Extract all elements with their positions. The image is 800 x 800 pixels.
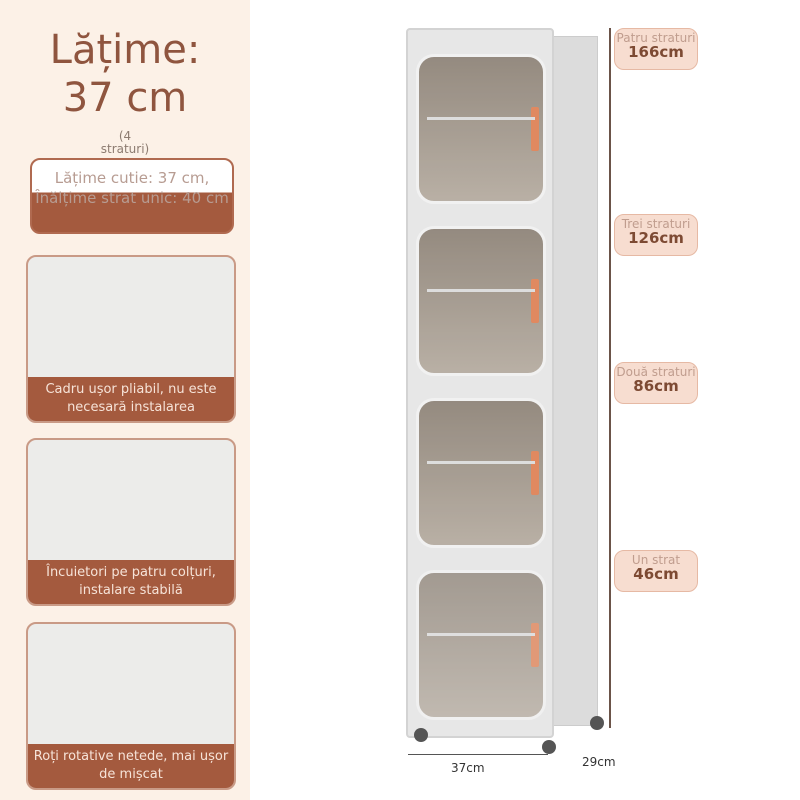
feature-card-folding: Cadru ușor pliabil, nu este necesară ins…	[26, 255, 236, 423]
height-tag-label: Două straturi	[616, 365, 696, 379]
size-box-text: Lățime cutie: 37 cm, Înălțime strat unic…	[35, 169, 229, 207]
width-line	[408, 754, 548, 755]
door-handle	[531, 279, 539, 323]
info-panel: Lățime: 37 cm (4 straturi) Lățime cutie:…	[0, 0, 250, 800]
height-tag-value: 126cm	[628, 229, 684, 247]
width-title: Lățime:	[49, 27, 201, 73]
wheel-icon	[542, 740, 556, 754]
feature-caption: Roți rotative netede, mai ușor de mișcat	[28, 744, 234, 788]
height-tag-label: Trei straturi	[621, 217, 691, 231]
feature-caption: Încuietori pe patru colțuri, instalare s…	[28, 560, 234, 604]
height-tag-label: Un strat	[631, 553, 681, 567]
layers-note: (4 straturi)	[100, 129, 150, 156]
cabinet-door	[416, 570, 546, 720]
height-tag-label: Patru straturi	[616, 31, 696, 45]
height-tag-value: 166cm	[628, 43, 684, 61]
width-value: 37 cm	[62, 75, 188, 121]
height-tag-value: 86cm	[633, 377, 679, 395]
height-arrow	[609, 28, 611, 728]
wheel-icon	[414, 728, 428, 742]
cabinet-door	[416, 226, 546, 376]
door-handle	[531, 451, 539, 495]
feature-card-wheels: Roți rotative netede, mai ușor de mișcat	[26, 622, 236, 790]
feature-caption: Cadru ușor pliabil, nu este necesară ins…	[28, 377, 234, 421]
width-dimension: 37cm	[451, 761, 485, 775]
feature-card-locks: Încuietori pe patru colțuri, instalare s…	[26, 438, 236, 606]
door-handle	[531, 623, 539, 667]
cabinet-side	[552, 36, 598, 726]
wheel-icon	[590, 716, 604, 730]
size-box: Lățime cutie: 37 cm, Înălțime strat unic…	[30, 158, 234, 234]
height-tag-value: 46cm	[633, 565, 679, 583]
cabinet-door	[416, 54, 546, 204]
cabinet-door	[416, 398, 546, 548]
door-handle	[531, 107, 539, 151]
depth-dimension: 29cm	[582, 755, 616, 769]
cabinet-image	[406, 28, 554, 738]
